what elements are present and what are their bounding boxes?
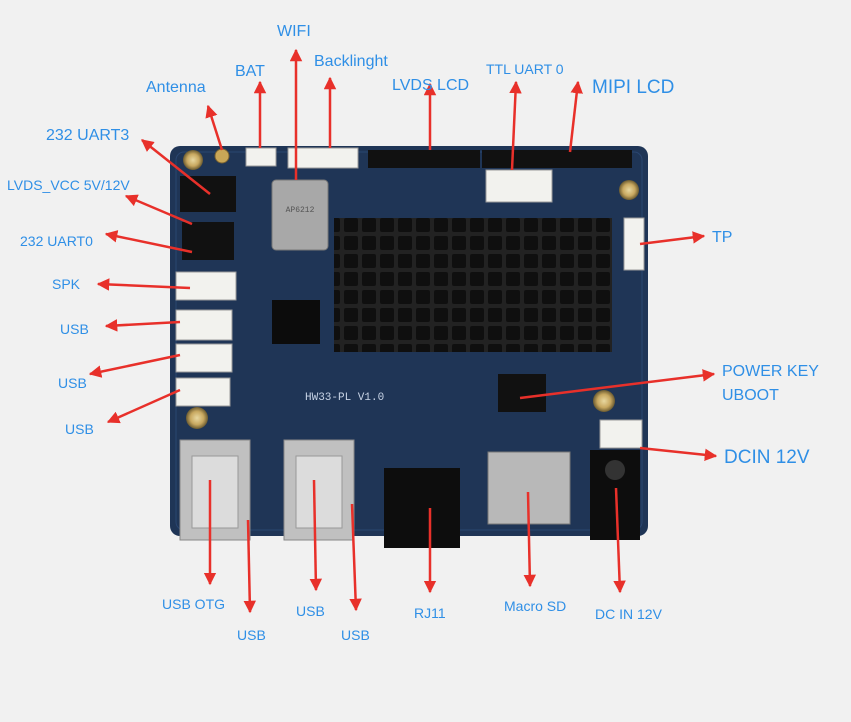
usb-connector-1 <box>175 309 233 341</box>
ttl-uart-connector <box>485 169 553 203</box>
label-bat: BAT <box>235 63 265 80</box>
label-ttl-uart0: TTL UART 0 <box>486 61 564 77</box>
bat-connector <box>245 147 277 167</box>
label-usb-bottom-2: USB <box>296 603 325 619</box>
label-antenna: Antenna <box>146 79 206 96</box>
usb-connector-3 <box>175 377 231 407</box>
mount-hole <box>593 390 615 412</box>
label-dc-in-12v: DC IN 12V <box>595 606 662 622</box>
label-macro-sd: Macro SD <box>504 598 567 614</box>
label-usb-bottom-3: USB <box>341 627 370 643</box>
callout-arrows <box>88 48 718 614</box>
label-tp: TP <box>712 229 733 246</box>
spk-connector <box>175 271 237 301</box>
processor-chip <box>272 300 320 344</box>
wifi-module-text: AP6212 <box>286 206 315 215</box>
dcin-connector <box>599 419 643 449</box>
label-backlight: Backlinght <box>314 53 388 70</box>
label-spk: SPK <box>52 276 81 292</box>
label-usb-1: USB <box>60 321 89 337</box>
label-232-uart0: 232 UART0 <box>20 233 93 249</box>
mount-hole <box>186 407 208 429</box>
label-power-key: POWER KEY <box>722 363 819 380</box>
board-name-text: HW33-PL V1.0 <box>305 392 384 404</box>
usb-connector-2 <box>175 343 233 373</box>
label-lvds-lcd: LVDS LCD <box>392 77 470 94</box>
power-key-header <box>498 374 546 412</box>
uart0-header <box>182 222 234 260</box>
lvds-header <box>368 150 480 168</box>
backlight-connector <box>287 147 359 169</box>
heatsink <box>334 218 612 352</box>
mount-hole <box>183 150 203 170</box>
label-232-uart3: 232 UART3 <box>46 127 130 144</box>
antenna-connector <box>214 148 230 164</box>
mipi-header <box>482 150 632 168</box>
wifi-module <box>271 179 329 251</box>
label-usb-bottom-1: USB <box>237 627 266 643</box>
label-usb-otg: USB OTG <box>162 596 226 612</box>
label-usb-2: USB <box>58 375 87 391</box>
label-lvds-vcc: LVDS_VCC 5V/12V <box>7 177 130 193</box>
mount-hole <box>619 180 639 200</box>
label-mipi-lcd: MIPI LCD <box>592 77 675 98</box>
label-uboot: UBOOT <box>722 387 779 404</box>
rj11-port <box>384 468 460 548</box>
label-rj11: RJ11 <box>414 605 446 621</box>
label-wifi: WIFI <box>277 23 311 40</box>
label-usb-3: USB <box>65 421 94 437</box>
label-dcin-12v: DCIN 12V <box>724 447 810 468</box>
